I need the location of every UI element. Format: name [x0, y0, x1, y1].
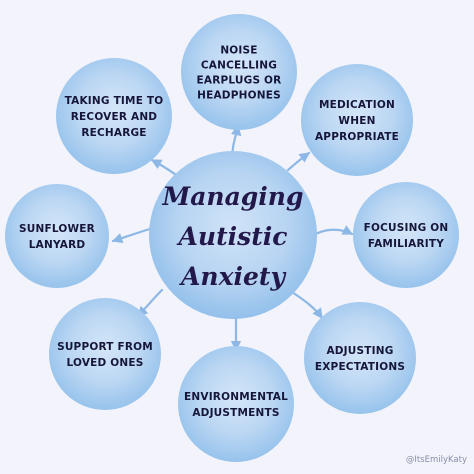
bubble-label-environmental-line-1: ENVIRONMENTAL [184, 391, 288, 403]
bubble-noise: NOISE CANCELLING EARPLUGS OR HEADPHONES [181, 14, 297, 130]
bubble-label-recover-line-1: TAKING TIME TO [65, 95, 164, 107]
topic-bubbles: NOISE CANCELLING EARPLUGS OR HEADPHONES MEDI… [5, 14, 459, 462]
arrow-to-familiarity [310, 225, 354, 238]
bubble-label-sunflower-line-2: LANYARD [29, 239, 86, 251]
bubble-label-noise-line-3: EARPLUGS OR [197, 74, 282, 86]
bubble-circle-adjusting [304, 302, 416, 414]
arrow-to-sunflower [111, 226, 155, 244]
bubble-label-recover-line-2: RECOVER AND [71, 111, 158, 123]
bubble-circle-familiarity [353, 182, 459, 288]
center-title-line-2: Autistic [177, 222, 288, 251]
bubble-label-noise-line-4: HEADPHONES [197, 89, 281, 101]
arrow-to-medication [286, 151, 311, 172]
bubble-label-noise-line-1: NOISE [220, 44, 257, 56]
center-title-line-3: Anxiety [179, 262, 286, 291]
bubble-label-adjusting-line-1: ADJUSTING [326, 345, 393, 357]
bubble-label-environmental-line-2: ADJUSTMENTS [192, 407, 279, 419]
center-title-line-1: Managing [162, 182, 304, 211]
bubble-label-familiarity-line-2: FAMILIARITY [368, 238, 444, 250]
bubble-circle-support [49, 298, 161, 410]
bubble-label-familiarity-line-1: FOCUSING ON [364, 222, 449, 234]
bubble-label-support-line-2: LOVED ONES [66, 357, 143, 369]
bubble-recover: TAKING TIME TO RECOVER AND RECHARGE [56, 58, 172, 174]
bubble-label-recover-line-3: RECHARGE [81, 127, 146, 139]
bubble-label-sunflower-line-1: SUNFLOWER [19, 223, 95, 235]
bubble-label-adjusting-line-2: EXPECTATIONS [315, 361, 405, 373]
bubble-label-noise-line-2: CANCELLING [201, 59, 277, 71]
bubble-medication: MEDICATION WHEN APPROPRIATE [301, 64, 413, 176]
bubble-support: SUPPORT FROM LOVED ONES [49, 298, 161, 410]
bubble-circle-sunflower [5, 184, 109, 288]
center-bubble: Managing Autistic Anxiety [149, 151, 317, 319]
center-circle [149, 151, 317, 319]
bubble-circle-noise [181, 14, 297, 130]
bubble-label-medication-line-3: APPROPRIATE [315, 131, 399, 143]
bubble-adjusting: ADJUSTING EXPECTATIONS [304, 302, 416, 414]
bubble-circle-environmental [178, 346, 294, 462]
bubble-label-medication-line-2: WHEN [338, 115, 375, 127]
bubble-familiarity: FOCUSING ON FAMILIARITY [353, 182, 459, 288]
bubble-circle-medication [301, 64, 413, 176]
bubble-label-support-line-1: SUPPORT FROM [57, 341, 153, 353]
bubble-circle-recover [56, 58, 172, 174]
arrow-to-adjusting [290, 290, 324, 320]
bubble-sunflower: SUNFLOWER LANYARD [5, 184, 109, 288]
bubble-label-medication-line-1: MEDICATION [319, 99, 395, 111]
bubble-environmental: ENVIRONMENTAL ADJUSTMENTS [178, 346, 294, 462]
credit-handle: @ItsEmilyKaty [406, 455, 467, 465]
